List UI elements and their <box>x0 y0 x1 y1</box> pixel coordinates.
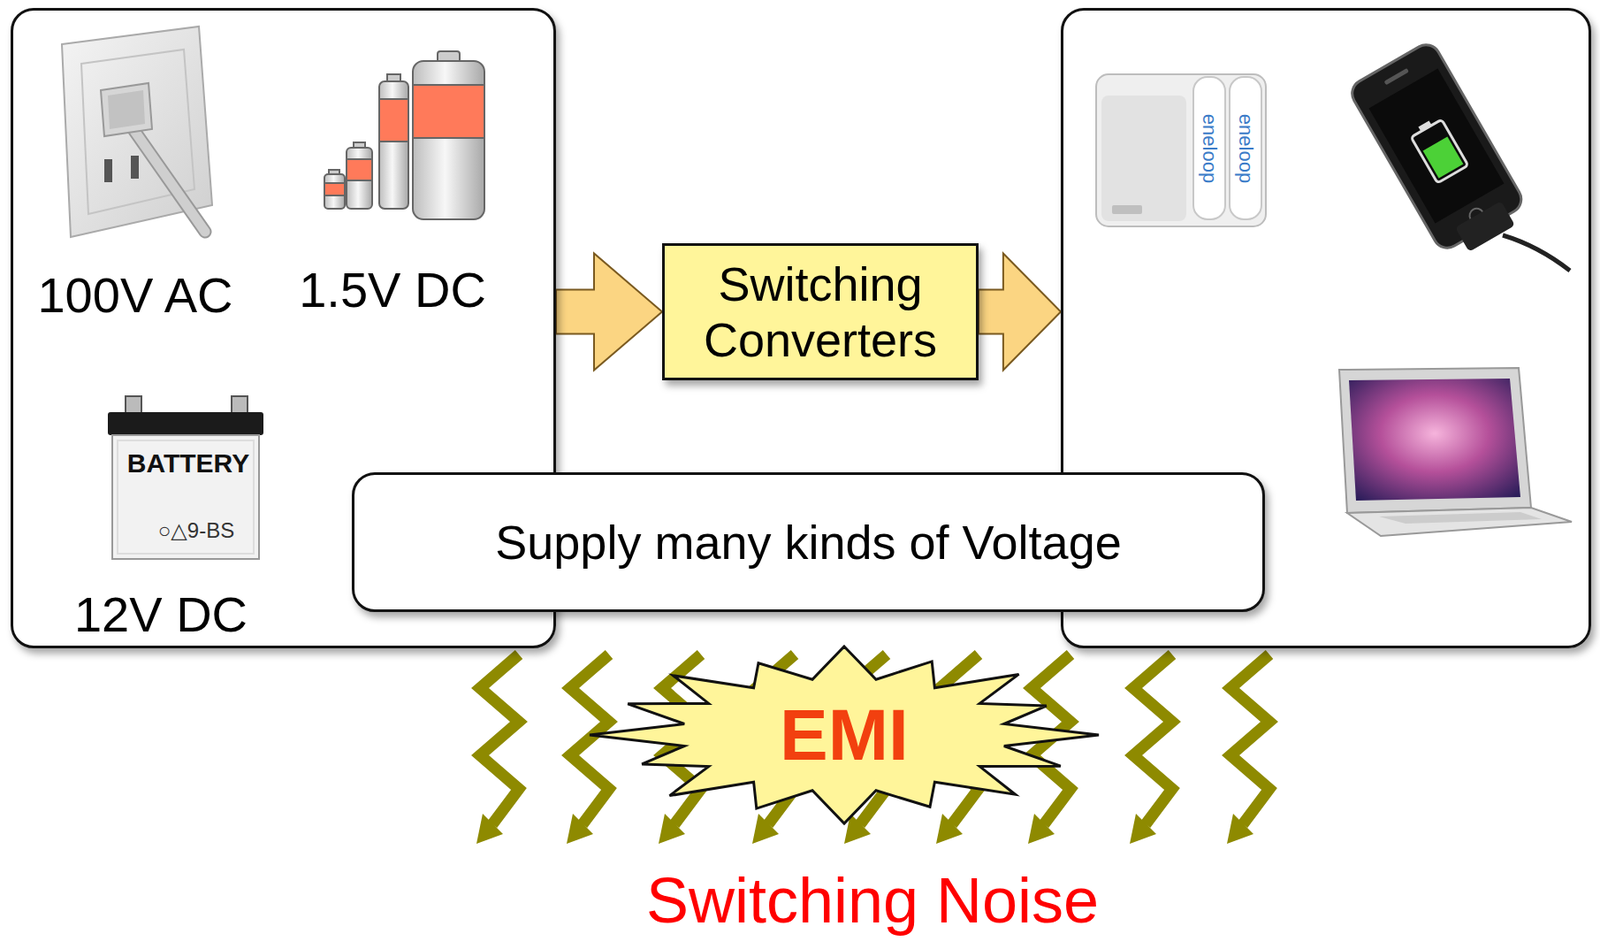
text-holder: 1.5V DC <box>298 261 487 319</box>
block-arrow <box>978 253 1061 371</box>
dry-cells <box>324 51 485 220</box>
wall-outlet <box>61 26 213 237</box>
note-box: Supply many kinds of Voltage <box>351 472 1265 612</box>
model-label: ○△9-BS <box>158 518 235 542</box>
car-battery <box>107 396 264 559</box>
battery-label: BATTERY <box>127 448 250 478</box>
zigzag-head <box>1028 813 1055 844</box>
text-holder: 12V DC <box>74 586 248 643</box>
emi-label: EMI <box>779 693 909 777</box>
zigzag-head <box>1226 813 1254 844</box>
battery-charger <box>1096 74 1266 227</box>
emi-starburst: EMI <box>586 642 1103 827</box>
label-holder: eneloop <box>1234 114 1257 183</box>
zigzag-head <box>752 813 779 844</box>
brand-label: eneloop <box>1234 114 1258 183</box>
node-text: Supply many kinds of Voltage <box>495 514 1121 570</box>
brand-label: eneloop <box>1198 114 1221 183</box>
label-holder: BATTERY <box>127 448 250 480</box>
zigzag-line <box>570 654 610 824</box>
zigzag-head <box>936 813 963 844</box>
node-text: 100V AC <box>37 266 233 323</box>
noise-caption: Switching Noise <box>646 864 1099 936</box>
node-text: 12V DC <box>74 586 248 642</box>
label-holder: Switching Noise <box>646 863 1099 938</box>
text-holder: 100V AC <box>37 266 233 324</box>
zigzag-line <box>1230 654 1270 824</box>
block-arrow <box>556 253 663 371</box>
laptop <box>1339 367 1572 536</box>
converter-box: Switching Converters <box>662 243 979 381</box>
label-holder: ○△9-BS <box>158 518 235 543</box>
zigzag-line <box>480 654 519 824</box>
zigzag-head <box>476 813 503 844</box>
node-text: 1.5V DC <box>298 261 487 318</box>
smartphone <box>1347 39 1570 271</box>
zigzag-head <box>566 813 594 844</box>
zigzag-line <box>1133 654 1173 824</box>
zigzag-head <box>658 813 686 844</box>
node-text: Switching Converters <box>677 256 964 366</box>
zigzag-head <box>1129 813 1157 844</box>
starburst-outline <box>589 646 1099 823</box>
label-holder: eneloop <box>1197 114 1220 183</box>
